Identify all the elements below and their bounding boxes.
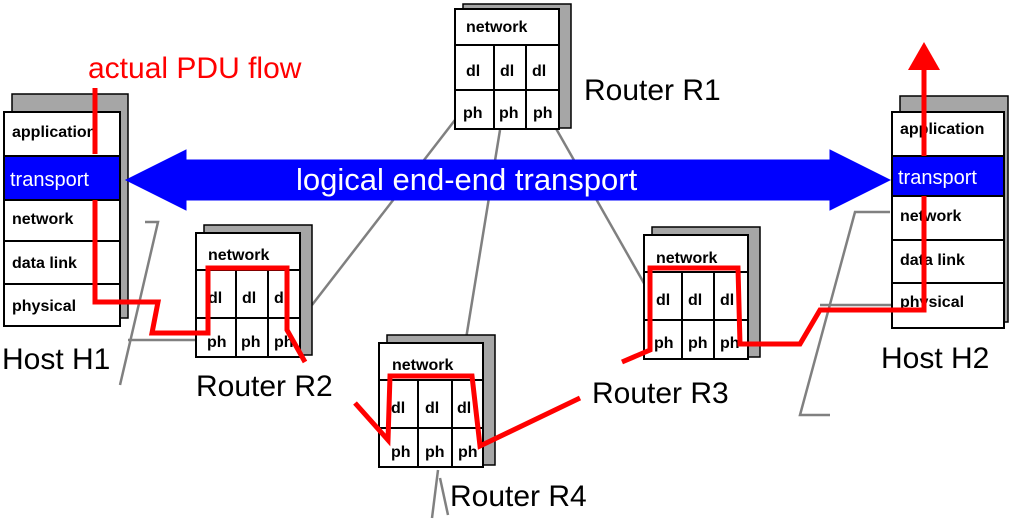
h2-transport-label: transport (898, 167, 977, 189)
r3-dl-label: dl (688, 292, 702, 309)
r4-dl-label: dl (457, 400, 471, 417)
h2-physical-label: physical (900, 294, 964, 311)
h1-transport-label: transport (10, 169, 89, 191)
h2-data-link-label: data link (900, 252, 965, 269)
host-h2: application transport network data link … (891, 95, 1009, 329)
router-r2-label: Router R2 (196, 370, 333, 403)
r2-network-label: network (208, 247, 269, 264)
logical-transport-arrow: logical end-end transport (124, 149, 892, 211)
link-r4-down (430, 469, 440, 519)
r4-ph-label: ph (391, 444, 411, 461)
r4-ph-label: ph (425, 444, 445, 461)
pdu-flow-arrowhead (908, 42, 940, 70)
h2-network-label: network (900, 208, 961, 225)
r3-dl-label: dl (720, 292, 734, 309)
r2-dl-label: dl (208, 290, 222, 307)
r3-ph-label: ph (688, 335, 708, 352)
link-h1 (118, 220, 160, 386)
pdu-flow-path (92, 42, 940, 450)
host-h2-label: Host H2 (881, 342, 989, 375)
h1-data-link-label: data link (12, 255, 77, 272)
r1-network-label: network (466, 19, 527, 36)
link-r4-down-b (438, 477, 450, 516)
r4-dl-label: dl (391, 400, 405, 417)
r2-dl-label: dl (242, 290, 256, 307)
r4-ph-label: ph (458, 444, 478, 461)
r2-ph-label: ph (207, 334, 227, 351)
h1-application-label: application (12, 124, 96, 141)
r2-ph-label: ph (274, 334, 294, 351)
r1-dl-label: dl (466, 63, 480, 80)
r3-dl-label: dl (656, 292, 670, 309)
r3-ph-label: ph (720, 335, 740, 352)
link-r1-r2 (311, 119, 456, 306)
h1-physical-label: physical (12, 298, 76, 315)
logical-transport-label: logical end-end transport (296, 162, 638, 197)
r4-network-label: network (392, 357, 453, 374)
router-r3-label: Router R3 (592, 377, 729, 410)
r1-dl-label: dl (532, 63, 546, 80)
host-h1-label: Host H1 (2, 343, 110, 376)
router-r4: network dl dl dl ph ph ph (378, 334, 496, 468)
r1-ph-label: ph (463, 105, 483, 122)
router-r1: network dl dl dl ph ph ph (454, 3, 572, 130)
link-h2 (798, 210, 890, 417)
r1-ph-label: ph (533, 105, 553, 122)
r3-network-label: network (656, 250, 717, 267)
pdu-flow-line (353, 373, 582, 450)
r3-ph-label: ph (654, 335, 674, 352)
host-h1: application transport network data link … (3, 93, 129, 327)
h1-network-label: network (12, 211, 73, 228)
link-r1-r3 (548, 117, 647, 286)
router-r1-label: Router R1 (584, 74, 721, 107)
router-r4-label: Router R4 (450, 480, 587, 513)
router-r3: network dl dl dl ph ph ph (643, 226, 761, 360)
r1-ph-label: ph (499, 105, 519, 122)
router-r2: network dl dl dl ph ph ph (195, 224, 313, 358)
pdu-flow-label: actual PDU flow (88, 52, 302, 85)
h2-application-label: application (900, 121, 984, 138)
r4-dl-label: dl (425, 400, 439, 417)
pdu-flow-line (621, 196, 927, 365)
r2-ph-label: ph (241, 334, 261, 351)
r1-dl-label: dl (500, 63, 514, 80)
pdu-flow-line (92, 200, 308, 364)
